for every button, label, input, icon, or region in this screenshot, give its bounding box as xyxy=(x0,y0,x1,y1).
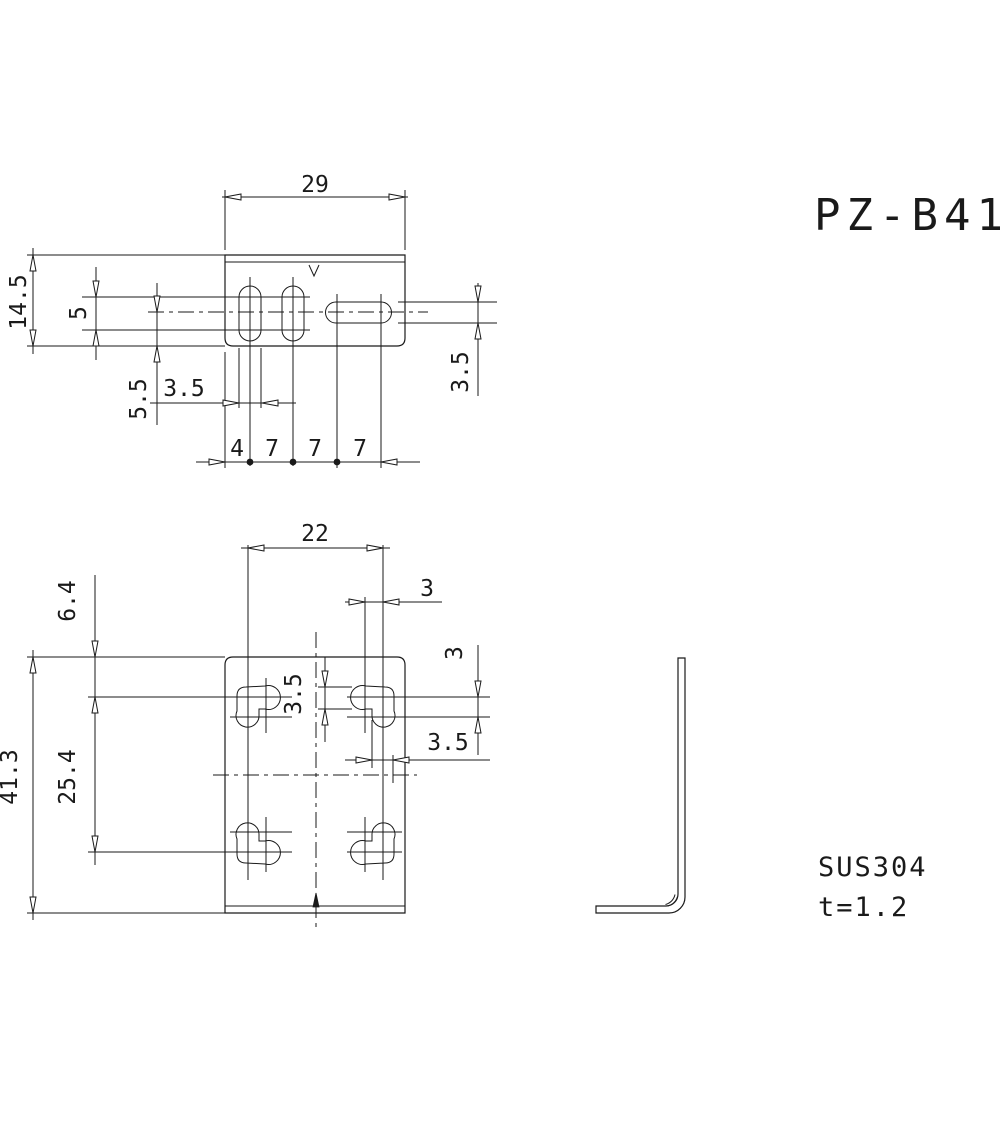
front-view-lines xyxy=(27,545,490,928)
dim-hole-pitch-x: 22 xyxy=(301,521,329,547)
side-view xyxy=(595,657,686,914)
front-view-holes xyxy=(235,685,396,865)
front-view: 22 3 3 3.5 3.5 41.3 6.4 25.4 xyxy=(0,521,490,928)
bend-tangent-mark-1 xyxy=(665,894,676,905)
dim-chain-4: 4 xyxy=(230,436,244,462)
top-view-lines xyxy=(27,190,497,468)
hole-bottom-left xyxy=(235,822,281,865)
dim-chain-7a: 7 xyxy=(265,436,279,462)
top-view-slots xyxy=(238,285,392,342)
top-view-dimensions xyxy=(29,193,482,466)
hole-top-left xyxy=(235,685,281,728)
side-view-profile xyxy=(595,657,686,914)
dim-top-height: 14.5 xyxy=(6,274,32,329)
dim-slot-span: 5 xyxy=(66,306,92,320)
hole-bottom-right xyxy=(350,822,396,865)
front-view-body xyxy=(224,656,406,914)
bend-mark-v xyxy=(308,264,320,278)
dim-slot-width: 3.5 xyxy=(163,376,205,402)
part-number: PZ-B41 xyxy=(814,190,1000,241)
dim-top-to-hole: 6.4 xyxy=(55,580,81,622)
dim-notch-width: 3 xyxy=(420,576,434,602)
front-view-dimensions xyxy=(29,544,490,920)
annotations: PZ-B41 SUS304 t=1.2 xyxy=(814,190,1000,923)
dim-edge-offset: 3.5 xyxy=(427,730,469,756)
dim-center-to-edge: 5.5 xyxy=(126,378,152,420)
dim-notch-height: 3 xyxy=(442,646,468,660)
dim-hole-offset: 3.5 xyxy=(281,673,307,715)
dim-top-width: 29 xyxy=(301,172,329,198)
hole-top-right xyxy=(350,685,396,728)
dim-hole-pitch-y: 25.4 xyxy=(55,749,81,804)
front-view-dim-texts: 22 3 3 3.5 3.5 41.3 6.4 25.4 xyxy=(0,521,469,805)
top-view-dim-texts: 29 14.5 5 5.5 3.5 3.5 4 7 7 7 xyxy=(6,172,474,462)
dim-chain-7c: 7 xyxy=(353,436,367,462)
top-view-body xyxy=(224,254,406,347)
dim-chain-7b: 7 xyxy=(308,436,322,462)
material-note: SUS304 xyxy=(818,852,928,883)
bend-tangent-mark-2 xyxy=(667,896,678,907)
top-view: 29 14.5 5 5.5 3.5 3.5 4 7 7 7 xyxy=(6,172,497,468)
thickness-note: t=1.2 xyxy=(818,892,909,923)
dim-slot-height: 3.5 xyxy=(448,351,474,393)
dim-front-height: 41.3 xyxy=(0,749,23,804)
